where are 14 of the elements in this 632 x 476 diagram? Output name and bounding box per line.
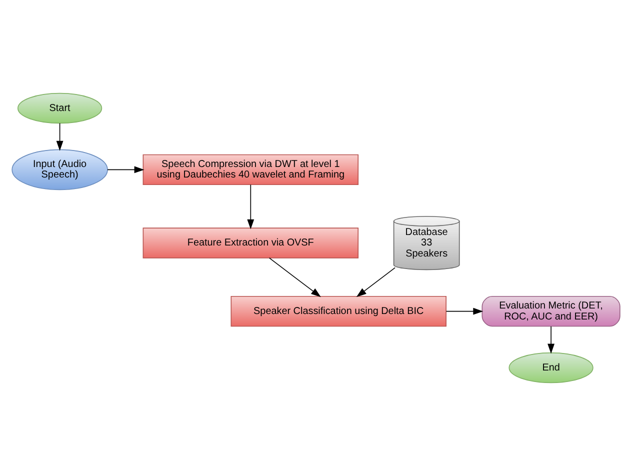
arrow — [446, 308, 484, 315]
arrow — [247, 184, 254, 230]
arrow — [107, 166, 144, 174]
node-ellipse: Input (Audio Speech) — [12, 149, 108, 190]
arrow — [356, 267, 396, 298]
node-box: Evaluation Metric (DET, ROC, AUC and EER) — [482, 296, 620, 327]
node-box: Speaker Classification using Delta BIC — [230, 296, 446, 327]
arrow — [548, 326, 555, 354]
node-box: Speech Compression via DWT at level 1 using Daubechies 40 wavelet and Framing — [142, 154, 359, 186]
node-ellipse: Start — [17, 92, 102, 124]
node-box: Feature Extraction via OVSF — [142, 228, 359, 258]
arrow — [56, 122, 64, 151]
arrow — [268, 258, 321, 298]
node-ellipse: End — [508, 352, 594, 384]
